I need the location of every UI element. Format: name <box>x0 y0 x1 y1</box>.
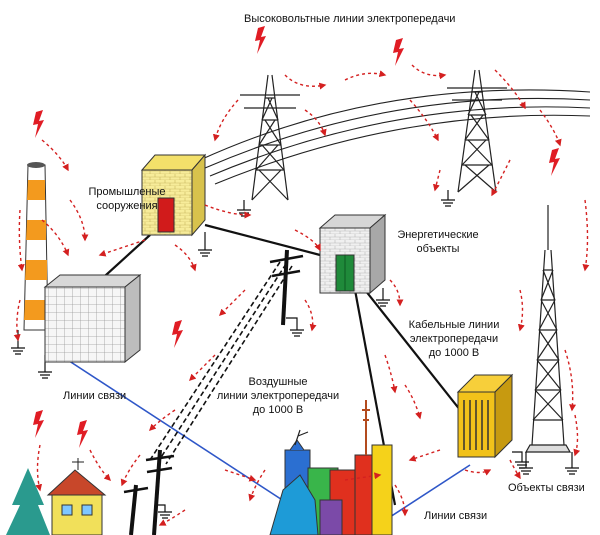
label-cable: Кабельные линии электропередачи до 1000 … <box>404 318 504 360</box>
pole-center <box>269 249 304 326</box>
hv-wires <box>199 89 591 185</box>
house <box>46 458 107 535</box>
hv-tower-left <box>240 74 300 201</box>
tree <box>6 468 50 535</box>
label-industrial-line1: Промышленые <box>88 186 166 198</box>
label-overhead-line3: до 1000 В <box>252 404 304 416</box>
label-comm-lines-left: Линии связи <box>63 390 127 402</box>
label-energy-line1: Энергетические <box>397 229 479 241</box>
power-lines <box>94 223 469 506</box>
poles-bottom <box>123 449 175 535</box>
label-industrial-line2: сооружения <box>96 200 158 212</box>
surge-arrows <box>13 64 590 526</box>
label-energy: Энергетические объекты <box>388 228 488 256</box>
overhead-line-wires <box>149 261 293 465</box>
communication-tower <box>524 205 572 453</box>
industrial-building-grid <box>43 273 142 364</box>
label-overhead: Воздушные линии электропередачи до 1000 … <box>213 375 343 417</box>
industrial-chimney <box>23 162 49 331</box>
industrial-structure <box>140 153 207 237</box>
label-energy-line2: объекты <box>416 243 460 255</box>
label-industrial: Промышленые сооружения <box>82 185 172 213</box>
transformer-cabinet <box>456 373 514 459</box>
label-cable-line2: электропередачи <box>409 333 499 345</box>
energy-facility <box>318 213 387 295</box>
label-overhead-line2: линии электропередачи <box>216 390 340 402</box>
label-cable-line3: до 1000 В <box>428 347 480 359</box>
label-hv-lines: Высоковольтные линии электропередачи <box>244 13 456 25</box>
label-cable-line1: Кабельные линии <box>408 319 500 331</box>
hv-tower-right <box>447 69 507 193</box>
label-comm-lines-bottom: Линии связи <box>424 510 488 522</box>
city-buildings <box>269 400 393 535</box>
label-comm-objects: Объекты связи <box>508 482 585 494</box>
label-overhead-line1: Воздушные <box>248 376 308 388</box>
